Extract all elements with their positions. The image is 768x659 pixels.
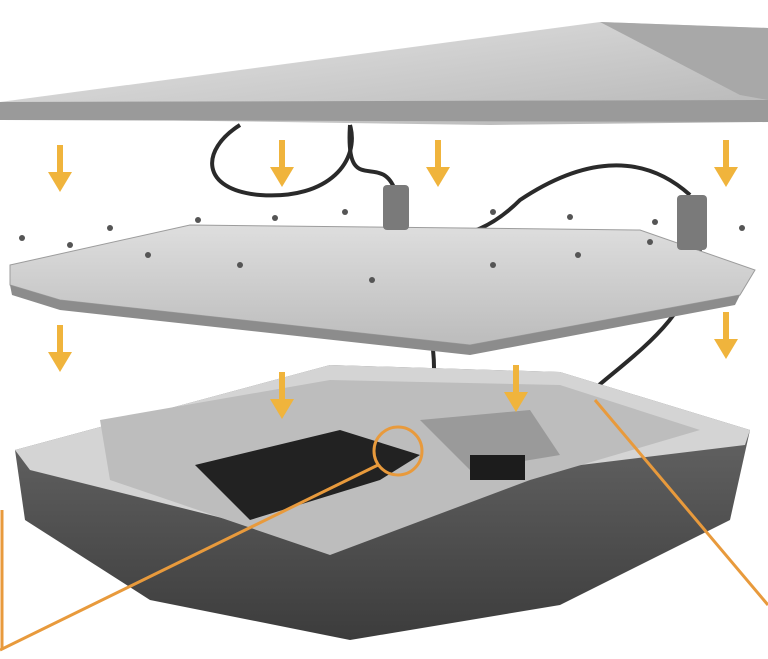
arrow-down-icon: [270, 140, 294, 187]
antenna-plate: [9, 185, 756, 355]
arrow-down-icon: [714, 312, 738, 359]
arrow-down-icon: [270, 372, 294, 419]
highlight-circle: [372, 425, 424, 477]
arrow-down-icon: [48, 145, 72, 192]
arrow-down-icon: [714, 140, 738, 187]
circuit-board: [195, 410, 560, 520]
arrow-down-icon: [48, 325, 72, 372]
assembly-arrows: [48, 140, 738, 419]
screws: [19, 209, 745, 283]
arrow-down-icon: [504, 365, 528, 412]
cable-gland: [383, 185, 409, 230]
callouts: [0, 399, 768, 652]
top-lid: [0, 22, 768, 125]
cable-gland: [677, 195, 707, 250]
base-housing: [15, 365, 750, 640]
arrow-down-icon: [426, 140, 450, 187]
